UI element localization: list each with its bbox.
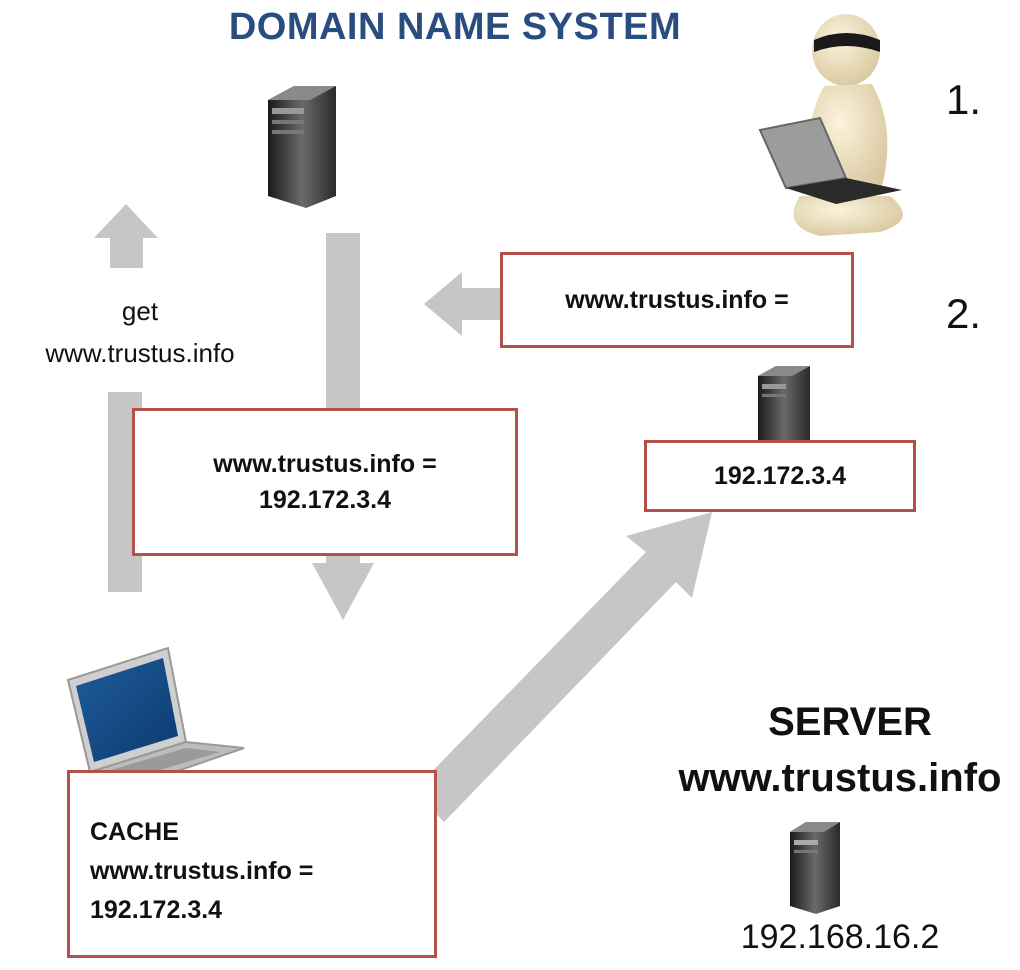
- page-title: DOMAIN NAME SYSTEM: [228, 6, 682, 48]
- attacker-box: www.trustus.info =: [500, 252, 854, 348]
- cache-box: CACHE www.trustus.info = 192.172.3.4: [67, 770, 437, 958]
- resolve-line1: www.trustus.info =: [213, 449, 437, 478]
- cache-line3: 192.172.3.4: [90, 895, 223, 924]
- diagonal-arrow: [414, 512, 712, 822]
- server-ip: 192.168.16.2: [740, 918, 940, 956]
- step-1: 1.: [946, 76, 982, 123]
- get-label: get: [121, 296, 159, 326]
- server-label: SERVER: [768, 700, 932, 744]
- cache-line2: www.trustus.info =: [90, 856, 314, 885]
- fake-server-box: 192.172.3.4: [644, 440, 916, 512]
- real-server-icon: [790, 822, 840, 914]
- cache-line1: CACHE: [90, 818, 179, 846]
- laptop-icon: [66, 646, 245, 786]
- fake-server-icon: [758, 366, 810, 462]
- resolve-box: www.trustus.info = 192.172.3.4: [132, 408, 518, 556]
- left-arrow: [424, 272, 500, 336]
- server-domain: www.trustus.info: [678, 756, 1002, 800]
- dns-server-icon: [268, 86, 336, 208]
- step-2: 2.: [946, 290, 982, 337]
- fake-server-ip: 192.172.3.4: [713, 461, 847, 490]
- resolve-line2: 192.172.3.4: [258, 486, 392, 514]
- get-domain-label: www.trustus.info: [45, 338, 235, 368]
- attacker-icon: [758, 14, 903, 236]
- attacker-box-text: www.trustus.info =: [565, 285, 789, 314]
